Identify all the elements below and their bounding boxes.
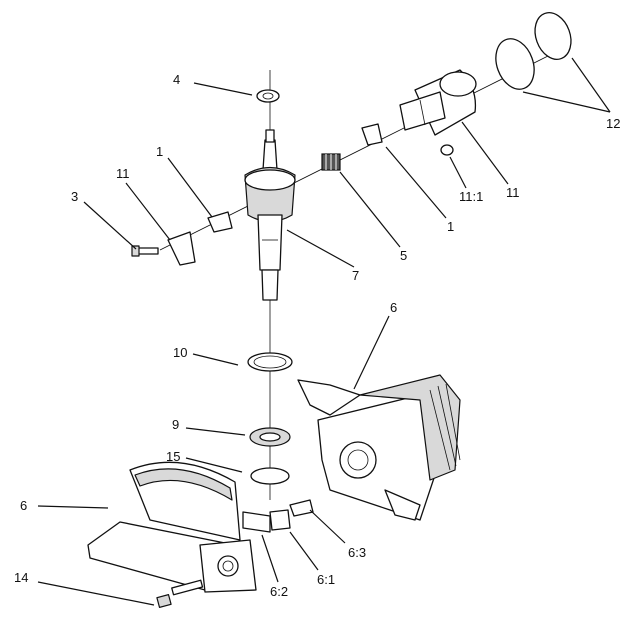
callout-3: 3 [71, 189, 78, 204]
callout-12: 12 [606, 116, 620, 131]
piston-ring-b [534, 12, 572, 60]
bearing-half-1 [207, 211, 233, 233]
pin-clip [440, 144, 454, 156]
bolt-14 [156, 579, 204, 608]
rod-cap-11 [167, 231, 196, 266]
gasket-6-2 [242, 511, 271, 533]
piston [399, 69, 477, 136]
callout-6-3: 6:3 [348, 545, 366, 560]
leader-lines [37, 57, 611, 606]
callout-14: 14 [14, 570, 28, 585]
screw-6-3 [289, 499, 314, 517]
lower-housing [87, 461, 257, 593]
callout-15: 15 [166, 449, 180, 464]
cylinder-block [297, 374, 461, 521]
piston-ring-a [495, 38, 535, 90]
callout-7: 7 [352, 268, 359, 283]
needle-bearing [321, 153, 341, 171]
screw-3 [131, 245, 159, 257]
callout-9: 9 [172, 417, 179, 432]
callout-6-1: 6:1 [317, 572, 335, 587]
callout-10: 10 [173, 345, 187, 360]
callout-5: 5 [400, 248, 407, 263]
callout-1: 1 [156, 144, 163, 159]
callout-11b: 11 [506, 185, 520, 200]
callout-11: 11 [116, 166, 130, 181]
callout-6: 6 [390, 300, 397, 315]
callout-4: 4 [173, 72, 180, 87]
callout-6-2: 6:2 [270, 584, 288, 599]
retaining-ring-15 [250, 467, 290, 485]
plate-6-1 [269, 509, 291, 531]
callout-11-1: 11:1 [459, 189, 483, 204]
bearing-half-1b [361, 123, 383, 146]
crankshaft [244, 129, 296, 301]
callout-1b: 1 [447, 219, 454, 234]
washer-4 [256, 89, 280, 103]
callout-6b: 6 [20, 498, 27, 513]
